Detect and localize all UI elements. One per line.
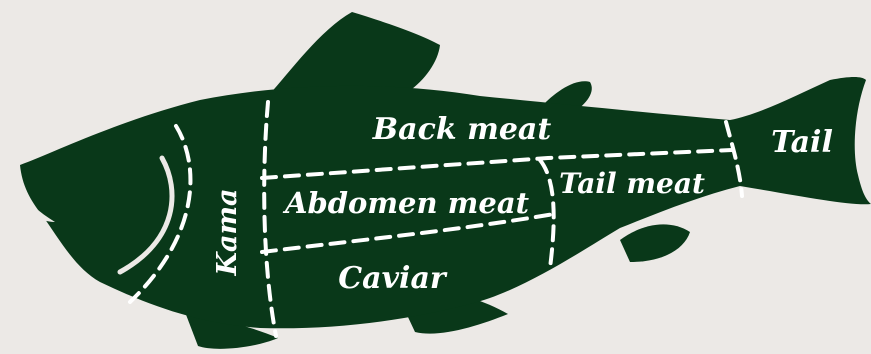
label-caviar: Caviar: [338, 261, 448, 296]
label-tail: Tail: [771, 125, 833, 160]
label-abdomen-meat: Abdomen meat: [282, 186, 530, 220]
label-kama: Kama: [212, 188, 243, 276]
anal-fin: [620, 224, 690, 262]
dorsal-fin: [268, 12, 440, 96]
label-tail-meat: Tail meat: [559, 167, 705, 200]
label-back-meat: Back meat: [372, 112, 552, 147]
